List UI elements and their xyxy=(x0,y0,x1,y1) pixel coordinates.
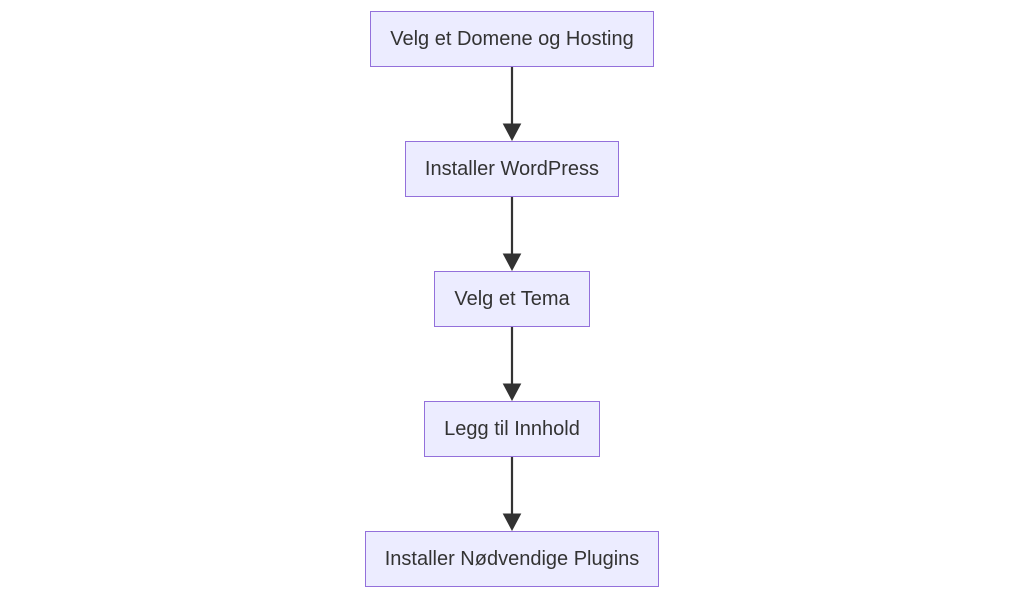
arrow-down-icon xyxy=(502,197,522,271)
arrow-down-icon xyxy=(502,327,522,401)
node-label: Velg et Domene og Hosting xyxy=(390,28,634,50)
node-label: Installer Nødvendige Plugins xyxy=(384,548,640,570)
flowchart-node-installer-plugins: Installer Nødvendige Plugins xyxy=(364,531,660,587)
node-label: Velg et Tema xyxy=(454,288,570,310)
flowchart: Velg et Domene og Hosting Installer Word… xyxy=(0,11,1024,587)
flowchart-node-legg-til-innhold: Legg til Innhold xyxy=(424,401,600,457)
arrow-down-icon xyxy=(502,67,522,141)
flowchart-node-velg-tema: Velg et Tema xyxy=(434,271,590,327)
node-label: Legg til Innhold xyxy=(444,418,580,440)
arrow-down-icon xyxy=(502,457,522,531)
node-label: Installer WordPress xyxy=(424,158,600,180)
flowchart-node-installer-wordpress: Installer WordPress xyxy=(404,141,620,197)
flowchart-node-domene-hosting: Velg et Domene og Hosting xyxy=(370,11,654,67)
